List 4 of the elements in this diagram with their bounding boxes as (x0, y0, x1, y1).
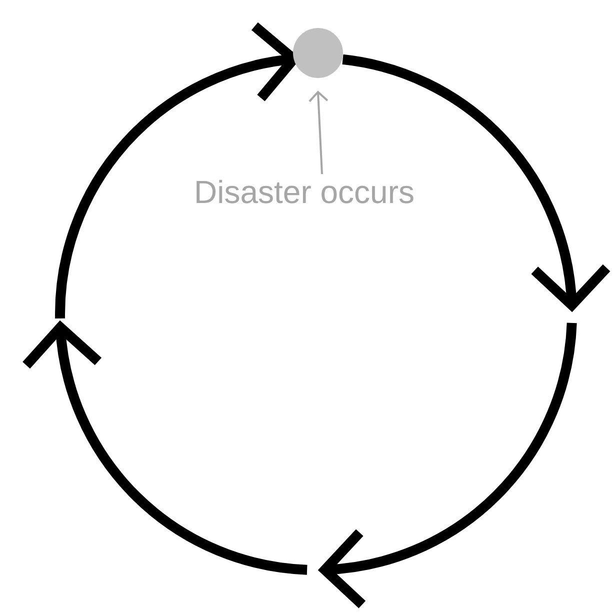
pointer-arrow (308, 91, 328, 174)
cycle-arrow (342, 54, 610, 310)
event-label: Disaster occurs (194, 176, 416, 208)
event-dot (293, 28, 343, 78)
